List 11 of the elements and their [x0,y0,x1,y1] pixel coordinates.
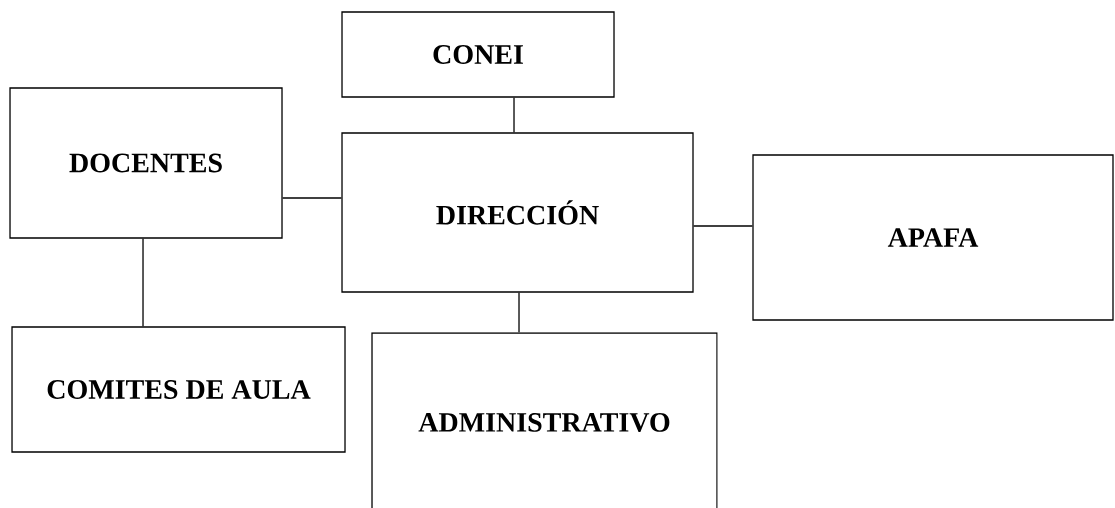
org-box: COMITES DE AULA [11,326,346,453]
org-box: DIRECCIÓN [341,132,694,293]
org-box: ADMINISTRATIVO [371,332,718,508]
org-box: APAFA [752,154,1114,321]
connector-line [142,238,144,327]
connector-line [513,97,515,133]
org-box: DOCENTES [9,87,283,239]
connector-line [693,225,753,227]
connector-line [518,292,520,333]
connector-line [282,197,342,199]
org-box: CONEI [341,11,615,98]
